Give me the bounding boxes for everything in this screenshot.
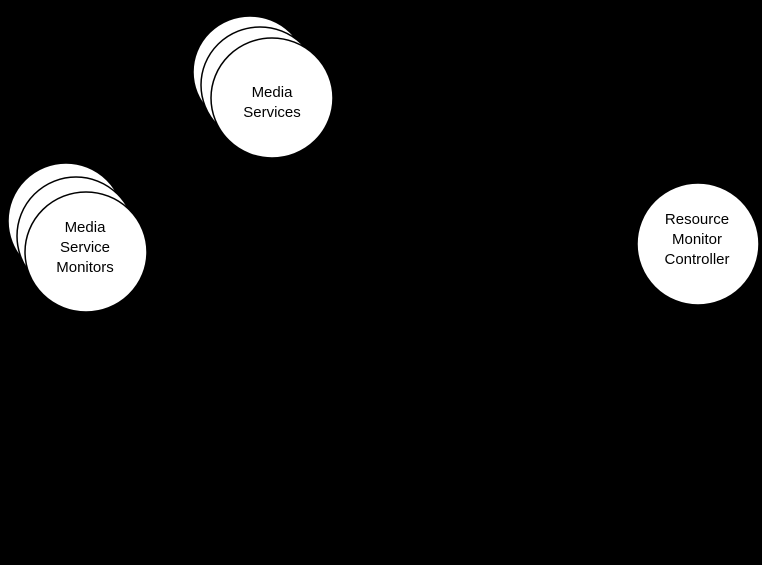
label-line: Controller xyxy=(664,251,730,268)
resource-monitor-controller-label: Resource Monitor Controller xyxy=(664,210,729,270)
media-services-label: Media Services xyxy=(243,83,301,123)
label-line: Service xyxy=(59,239,111,256)
media-service-monitors-label: Media Service Monitors xyxy=(56,218,114,278)
media-service-monitors-node xyxy=(7,162,148,313)
label-line: Media xyxy=(251,84,293,101)
label-line: Media xyxy=(64,219,106,236)
media-services-node xyxy=(192,15,334,159)
monitors-circle-front xyxy=(24,191,148,313)
resource-monitor-controller-node xyxy=(636,182,760,306)
label-line: Services xyxy=(243,104,301,121)
label-line: Monitor xyxy=(671,231,723,248)
media-services-circle-front xyxy=(210,37,334,159)
controller-circle xyxy=(636,182,760,306)
label-line: Monitors xyxy=(56,259,114,276)
label-line: Resource xyxy=(664,211,730,228)
